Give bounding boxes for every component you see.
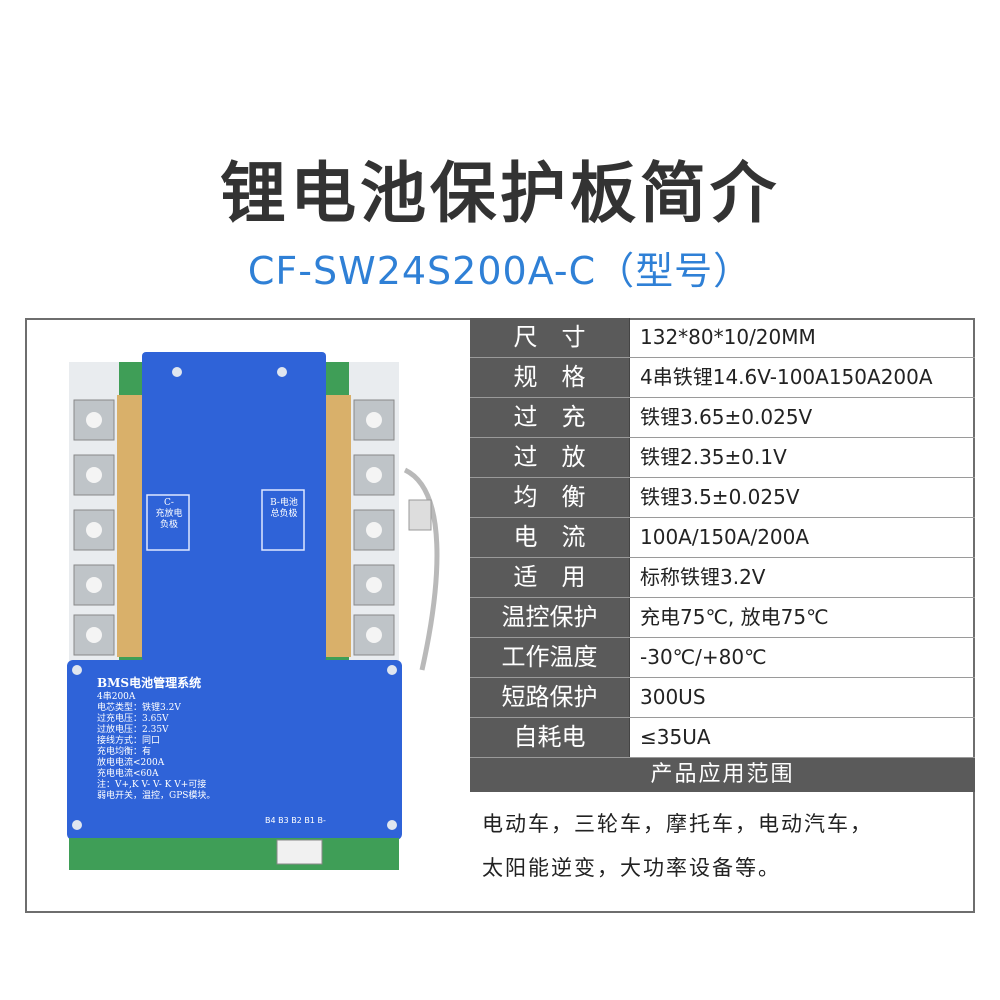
bms-line: 放电电流<200A (97, 758, 165, 768)
pin-label: B1 (304, 816, 315, 825)
spec-row-size: 尺 寸 132*80*10/20MM (470, 318, 975, 358)
spec-value: 铁锂2.35±0.1V (640, 445, 787, 469)
spec-table: 尺 寸 132*80*10/20MM 规 格 4串铁锂14.6V-100A150… (470, 318, 975, 913)
spec-row-working-temp: 工作温度 -30℃/+80℃ (470, 638, 975, 678)
c-text2: 负极 (159, 520, 178, 530)
bms-line: 接线方式：同口 (97, 736, 161, 746)
application-heading: 产品应用范围 (470, 758, 975, 792)
left-terminals (73, 399, 115, 656)
pin-label: B- (317, 816, 326, 825)
spec-value: 132*80*10/20MM (640, 325, 816, 349)
spec-value: 300US (640, 685, 706, 709)
spec-value: 铁锂3.65±0.025V (640, 405, 813, 429)
right-copper-bar (323, 395, 351, 657)
model-number: CF-SW24S200A-C（型号） (247, 249, 753, 293)
spec-row-spec: 规 格 4串铁锂14.6V-100A150A200A (470, 358, 975, 398)
application-line-1: 电动车，三轮车，摩托车，电动汽车， (482, 812, 873, 836)
bms-line: 弱电开关，温控，GPS模块。 (97, 791, 216, 801)
spec-value: 铁锂3.5±0.025V (640, 485, 800, 509)
spec-row-self-consumption: 自耗电 ≤35UA (470, 718, 975, 758)
spec-key: 规 格 (470, 358, 630, 397)
bms-line: 电芯类型：铁锂3.2V (97, 703, 181, 713)
c-label: C- (164, 498, 174, 508)
application-line-2: 太阳能逆变，大功率设备等。 (482, 856, 781, 880)
bms-line: 4串200A (97, 692, 136, 702)
page-title: 锂电池保护板简介 (220, 154, 780, 232)
bms-title: BMS电池管理系统 (97, 676, 202, 690)
bms-line: 充电电流<60A (97, 769, 159, 779)
spec-row-short-circuit: 短路保护 300US (470, 678, 975, 718)
temp-probe-wire (403, 467, 440, 671)
spec-key: 电 流 (470, 518, 630, 557)
spec-row-current: 电 流 100A/150A/200A (470, 518, 975, 558)
bms-line: 充电均衡：有 (97, 747, 152, 757)
spec-key: 自耗电 (470, 718, 630, 757)
b-text: 总负极 (270, 509, 298, 519)
spec-key: 短路保护 (470, 678, 630, 717)
product-photo: C- 充放电 负极 B-电池 总负极 BMS电池管理系统 4串200A 电芯类型… (27, 320, 472, 911)
spec-row-overdischarge: 过 放 铁锂2.35±0.1V (470, 438, 975, 478)
spec-key: 均 衡 (470, 478, 630, 517)
bms-text-block: BMS电池管理系统 4串200A 电芯类型：铁锂3.2V 过充电压：3.65V … (97, 676, 387, 802)
spec-row-overcharge: 过 充 铁锂3.65±0.025V (470, 398, 975, 438)
temp-probe-head (408, 499, 432, 531)
lower-cover (67, 660, 402, 840)
bms-line: 过充电压：3.65V (97, 714, 169, 724)
bms-board-image (67, 352, 440, 870)
pin-labels: B4 B3 B2 B1 B- (265, 816, 326, 825)
pin-label: B4 (265, 816, 276, 825)
connector (276, 839, 323, 865)
c-label-box: C- 充放电 负极 (151, 498, 187, 531)
spec-key: 工作温度 (470, 638, 630, 677)
pin-label: B3 (278, 816, 289, 825)
spec-row-temp-protect: 温控保护 充电75℃, 放电75℃ (470, 598, 975, 638)
b-label: B-电池 (270, 498, 298, 508)
spec-value: 充电75℃, 放电75℃ (640, 605, 829, 629)
spec-key: 尺 寸 (470, 318, 630, 357)
spec-key: 温控保护 (470, 598, 630, 637)
left-copper-bar (117, 395, 145, 657)
bms-line: 过放电压：2.35V (97, 725, 169, 735)
application-text: 电动车，三轮车，摩托车，电动汽车， 太阳能逆变，大功率设备等。 (482, 802, 968, 890)
spec-row-balance: 均 衡 铁锂3.5±0.025V (470, 478, 975, 518)
right-terminals (353, 399, 395, 656)
spec-frame: C- 充放电 负极 B-电池 总负极 BMS电池管理系统 4串200A 电芯类型… (25, 318, 975, 913)
spec-key: 过 充 (470, 398, 630, 437)
spec-value: 4串铁锂14.6V-100A150A200A (640, 365, 933, 389)
c-text1: 充放电 (155, 509, 183, 519)
spec-key: 过 放 (470, 438, 630, 477)
spec-value: ≤35UA (640, 725, 711, 749)
spec-value: -30℃/+80℃ (640, 645, 767, 669)
bms-line: 注：V+,K V- V- K V+可接 (97, 780, 207, 790)
spec-row-applicable: 适 用 标称铁锂3.2V (470, 558, 975, 598)
spec-value: 标称铁锂3.2V (640, 565, 766, 589)
pin-label: B2 (291, 816, 302, 825)
upper-cover (142, 352, 326, 662)
spec-value: 100A/150A/200A (640, 525, 810, 549)
spec-key: 适 用 (470, 558, 630, 597)
b-label-box: B-电池 总负极 (264, 498, 304, 520)
